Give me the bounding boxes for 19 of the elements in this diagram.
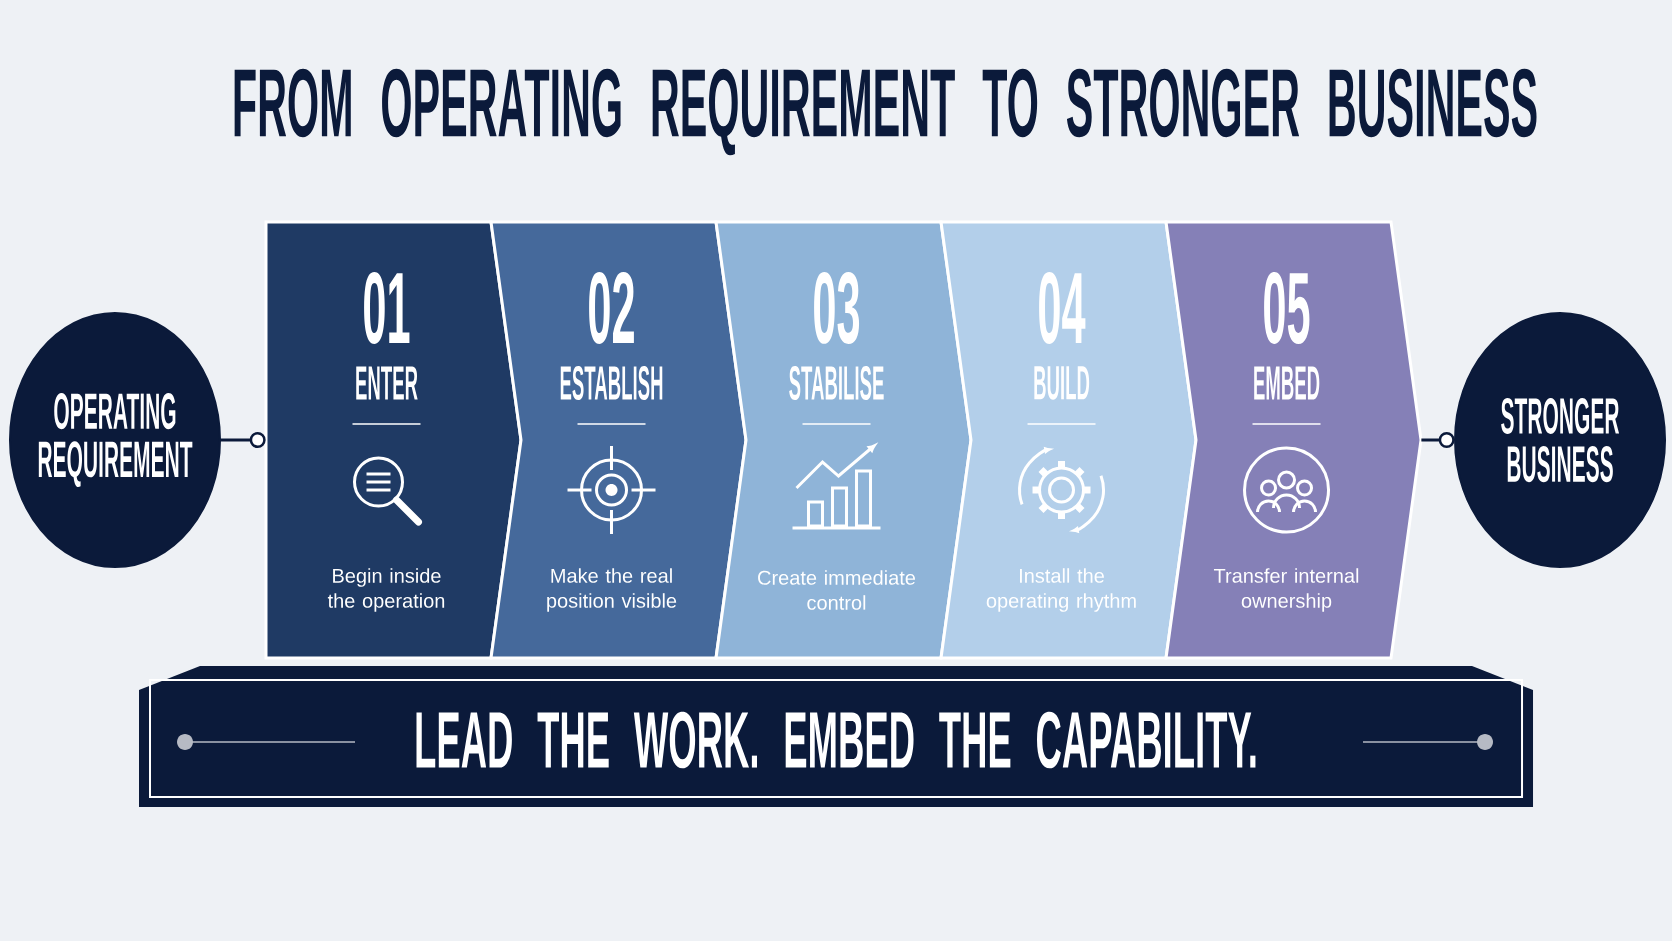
step-heading: EMBED xyxy=(1254,366,1320,400)
step-heading: BUILD xyxy=(1034,366,1090,400)
step-number: 04 xyxy=(1039,272,1086,344)
step-description: Install the operating rhythm xyxy=(986,568,1136,612)
step-number: 03 xyxy=(814,272,860,344)
step-description: Transfer internal ownership xyxy=(1213,568,1359,612)
step-number: 05 xyxy=(1264,272,1310,344)
step-heading: STABILISE xyxy=(789,366,884,400)
step-description: Begin inside the operation xyxy=(327,568,445,612)
connector-line xyxy=(220,432,266,448)
step-description: Make the real position visible xyxy=(547,568,677,612)
step-heading: ENTER xyxy=(356,366,418,400)
step-description: Create immediate control xyxy=(758,570,916,610)
step-number: 01 xyxy=(364,272,410,344)
slogan-banner: LEAD THE WORK. EMBED THE CAPABILITY. xyxy=(139,666,1533,807)
connector-line xyxy=(1421,432,1455,448)
step-heading: ESTABLISH xyxy=(560,366,663,400)
step-number: 02 xyxy=(589,272,634,344)
title: FROM OPERATING REQUIREMENT TO STRONGER BUSINESS xyxy=(234,68,1537,156)
